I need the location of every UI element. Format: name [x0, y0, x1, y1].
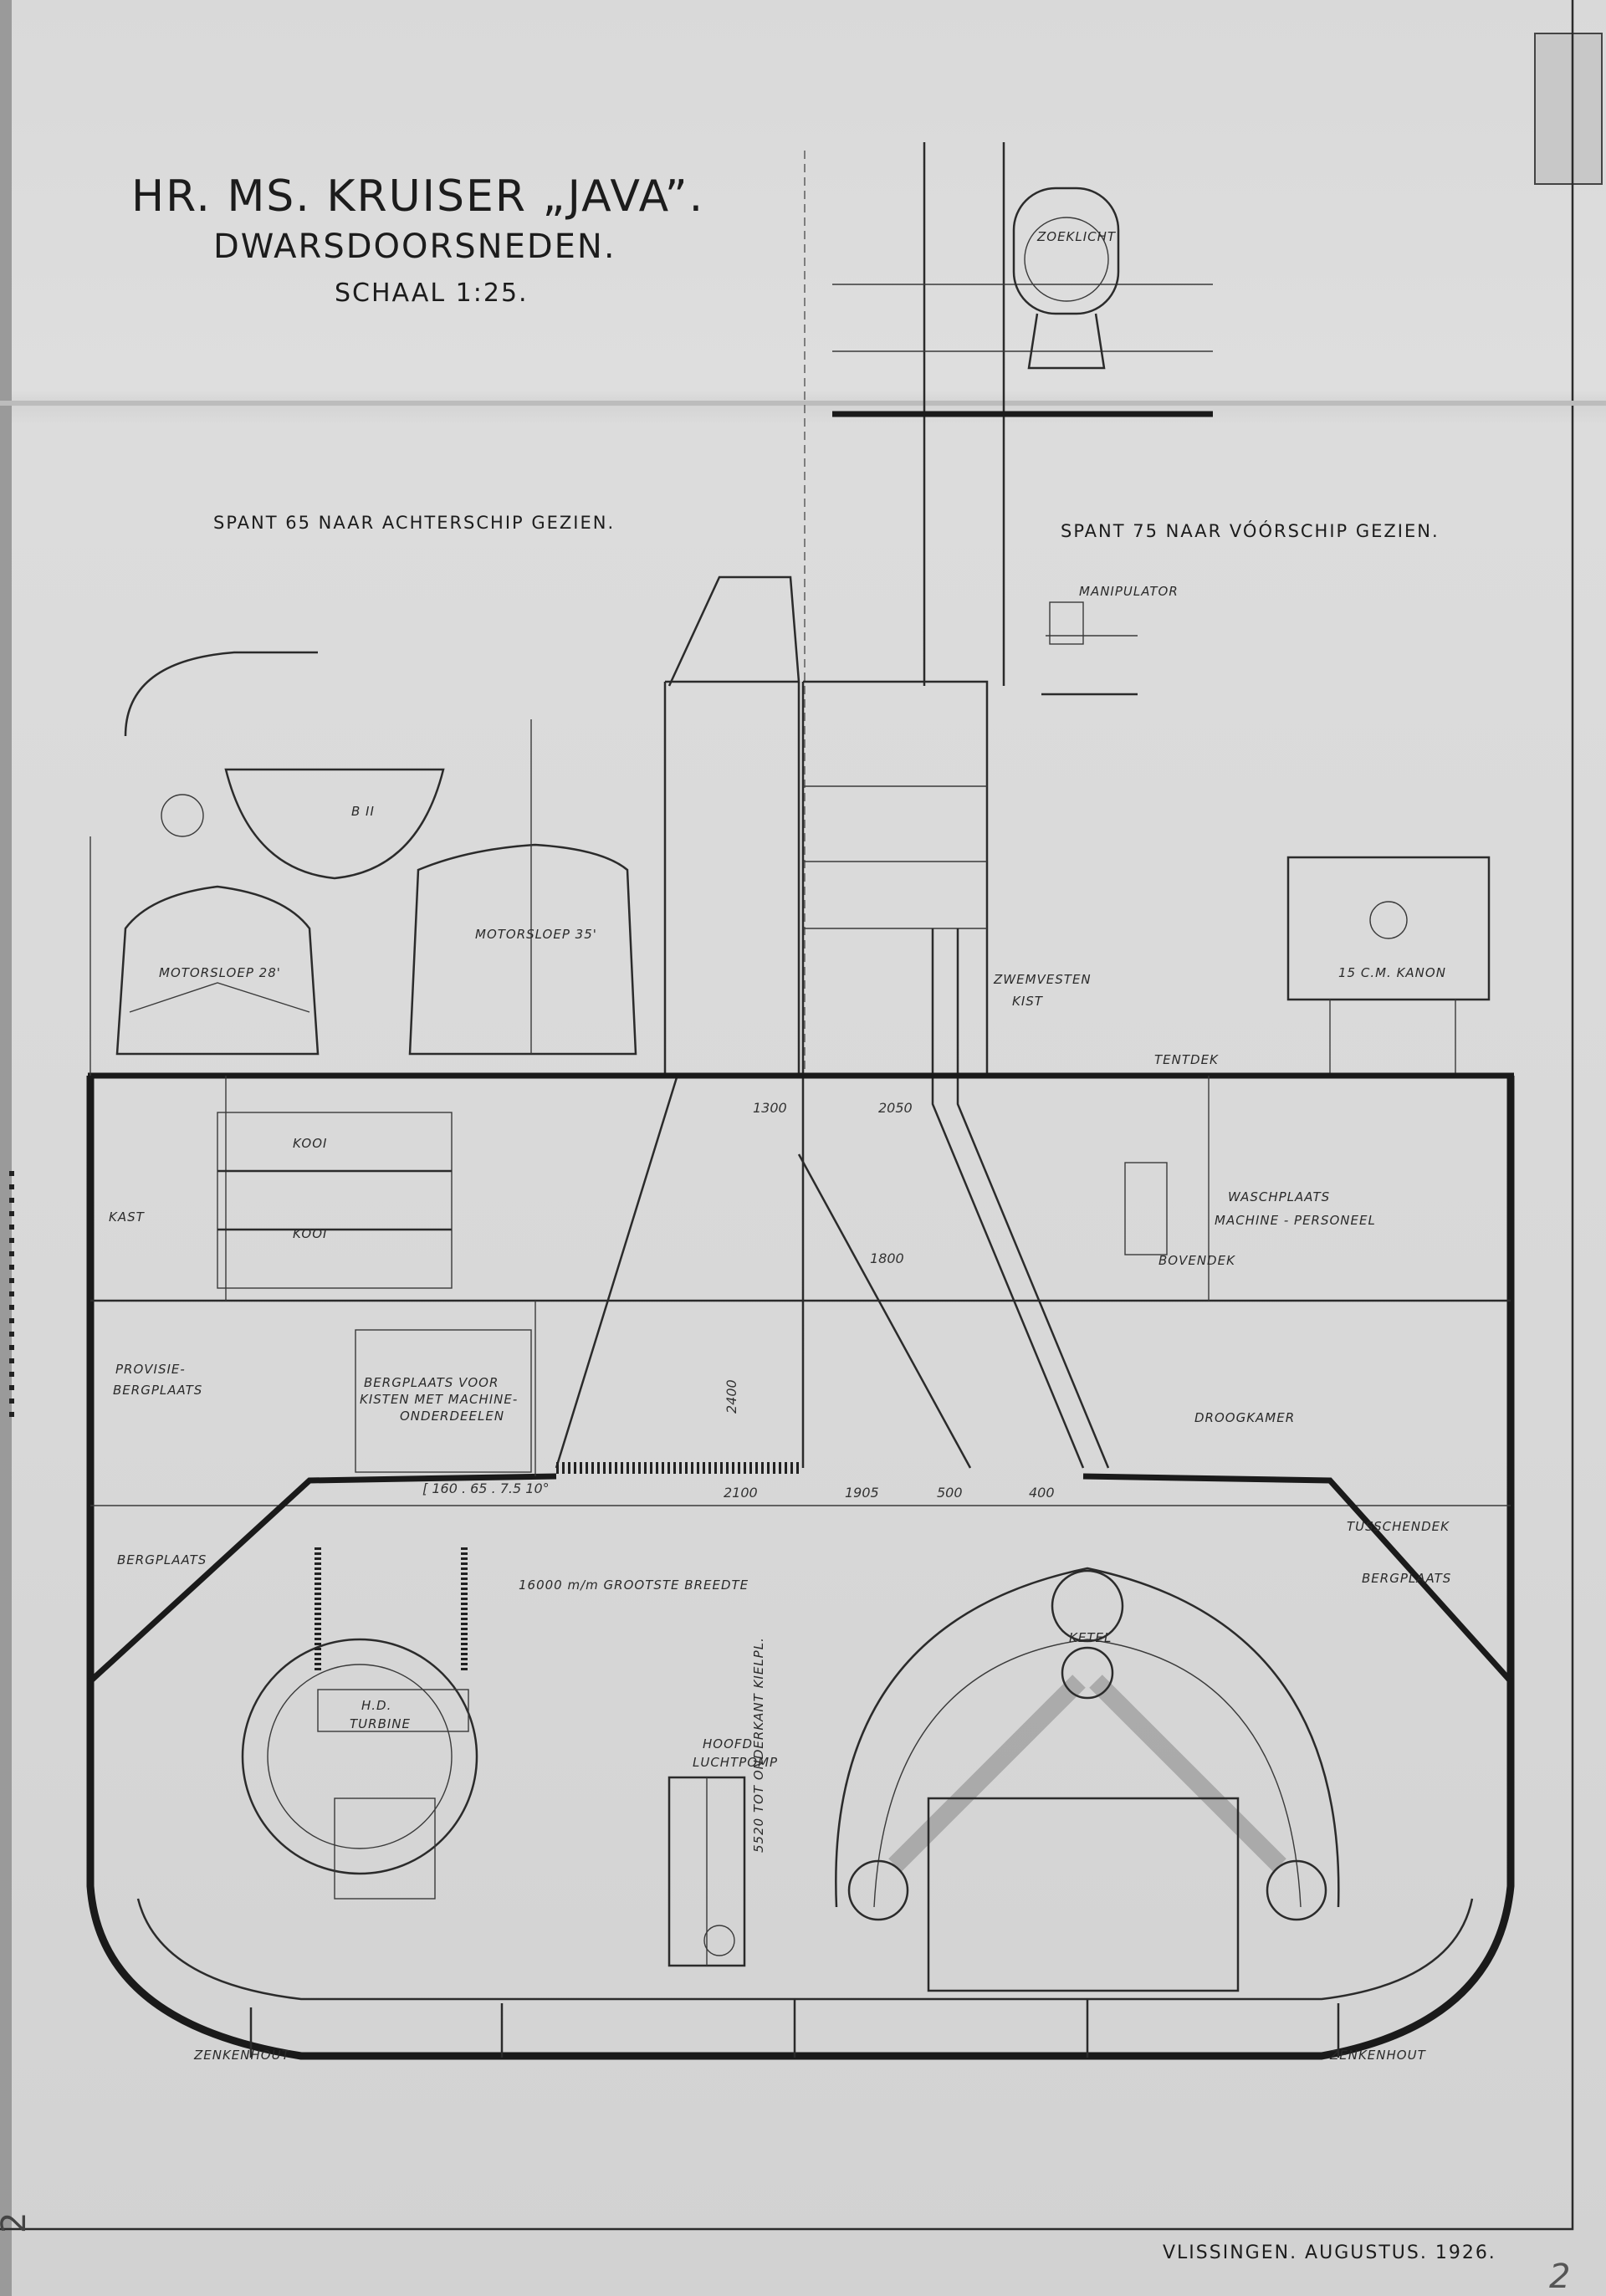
manipulator-platform	[1041, 601, 1138, 696]
label-turbine: TURBINE	[350, 1716, 411, 1731]
sheet-number: 2	[1549, 2258, 1570, 2296]
label-motorsloep-35: MOTORSLOEP 35'	[475, 927, 597, 942]
label-hoofd: HOOFD	[703, 1736, 753, 1751]
main-air-pump	[667, 1776, 746, 1967]
place-date: VLISSINGEN. AUGUSTUS. 1926.	[1163, 2242, 1496, 2263]
label-zenkenhout-right: ZENKENHOUT	[1329, 2048, 1427, 2063]
view-label-left: SPANT 65 NAAR ACHTERSCHIP GEZIEN.	[213, 513, 615, 533]
label-motorsloep-28: MOTORSLOEP 28'	[159, 965, 281, 980]
label-luchtpomp: LUCHTPOMP	[693, 1755, 778, 1770]
label-kisten-machine: KISTEN MET MACHINE-	[360, 1392, 518, 1407]
label-machine-personeel: MACHINE - PERSONEEL	[1215, 1213, 1376, 1228]
label-tentdek: TENTDEK	[1154, 1052, 1219, 1067]
drawing-title: HR. MS. KRUISER „JAVA”.	[131, 171, 704, 222]
hd-turbine	[241, 1547, 478, 1900]
label-waschplaats: WASCHPLAATS	[1228, 1189, 1330, 1204]
label-kast: KAST	[109, 1209, 146, 1225]
label-kanon: 15 C.M. KANON	[1338, 965, 1446, 980]
label-zenkenhout-left: ZENKENHOUT	[193, 2048, 291, 2063]
drawing-scale: SCHAAL 1:25.	[335, 279, 529, 308]
label-kooi-2: KOOI	[293, 1226, 327, 1241]
dimension: 1300	[753, 1100, 787, 1116]
label-frame-bar: [ 160 . 65 . 7.5 10°	[422, 1480, 550, 1496]
sheet-border	[0, 0, 1574, 2231]
view-label-right: SPANT 75 NAAR VÓÓRSCHIP GEZIEN.	[1061, 520, 1440, 541]
hull	[86, 836, 1515, 2060]
dimension: 2100	[724, 1485, 758, 1501]
label-grootste-breedte: 16000 m/m GROOTSTE BREEDTE	[519, 1578, 749, 1593]
label-bergplaats-right: BERGPLAATS	[1362, 1571, 1451, 1586]
label-hd: H.D.	[361, 1698, 391, 1713]
mast	[804, 142, 1213, 1071]
label-tusschendek: TUSSCHENDEK	[1347, 1519, 1450, 1534]
label-bergplaats-left: BERGPLAATS	[117, 1552, 207, 1567]
label-provisie: PROVISIE-	[115, 1362, 186, 1377]
label-zoeklicht: ZOEKLICHT	[1036, 229, 1117, 244]
dimension: 2050	[878, 1100, 913, 1116]
dimension: 500	[937, 1485, 963, 1501]
boat-motorsloep-35	[408, 719, 637, 1056]
dimension: 1800	[870, 1250, 904, 1266]
boat-motorsloep-28	[115, 885, 320, 1056]
label-bovendek: BOVENDEK	[1158, 1253, 1235, 1268]
funnel-uptakes	[555, 575, 1110, 1474]
dimension: 400	[1029, 1485, 1055, 1501]
searchlight	[1012, 187, 1120, 370]
label-bergplaats-voor: BERGPLAATS VOOR	[364, 1375, 499, 1390]
margin-strip	[0, 0, 12, 2296]
label-provisie-bergplaats: BERGPLAATS	[113, 1383, 202, 1398]
boat-b2	[124, 651, 445, 880]
gun-15cm	[1286, 856, 1491, 1075]
archive-stamp	[1534, 33, 1603, 185]
label-zwemvesten: ZWEMVESTEN	[993, 972, 1092, 987]
label-ketel: KETEL	[1069, 1630, 1112, 1645]
label-boat-b2: B II	[351, 804, 375, 819]
corner-mark: 2	[0, 2212, 33, 2233]
label-droogkamer: DROOGKAMER	[1194, 1410, 1295, 1425]
label-kist: KIST	[1012, 994, 1044, 1009]
dimension: 1905	[845, 1485, 879, 1501]
drawing-subtitle: DWARSDOORSNEDEN.	[213, 228, 616, 266]
label-onderdeelen: ONDERDEELEN	[400, 1409, 504, 1424]
boiler-ketel	[835, 1567, 1340, 1992]
dimension: 2400	[724, 1379, 739, 1414]
label-kielpl: 5520 TOT ONDERKANT KIELPL.	[751, 1637, 766, 1853]
label-kooi-1: KOOI	[293, 1136, 327, 1151]
label-manipulator: MANIPULATOR	[1079, 584, 1179, 599]
